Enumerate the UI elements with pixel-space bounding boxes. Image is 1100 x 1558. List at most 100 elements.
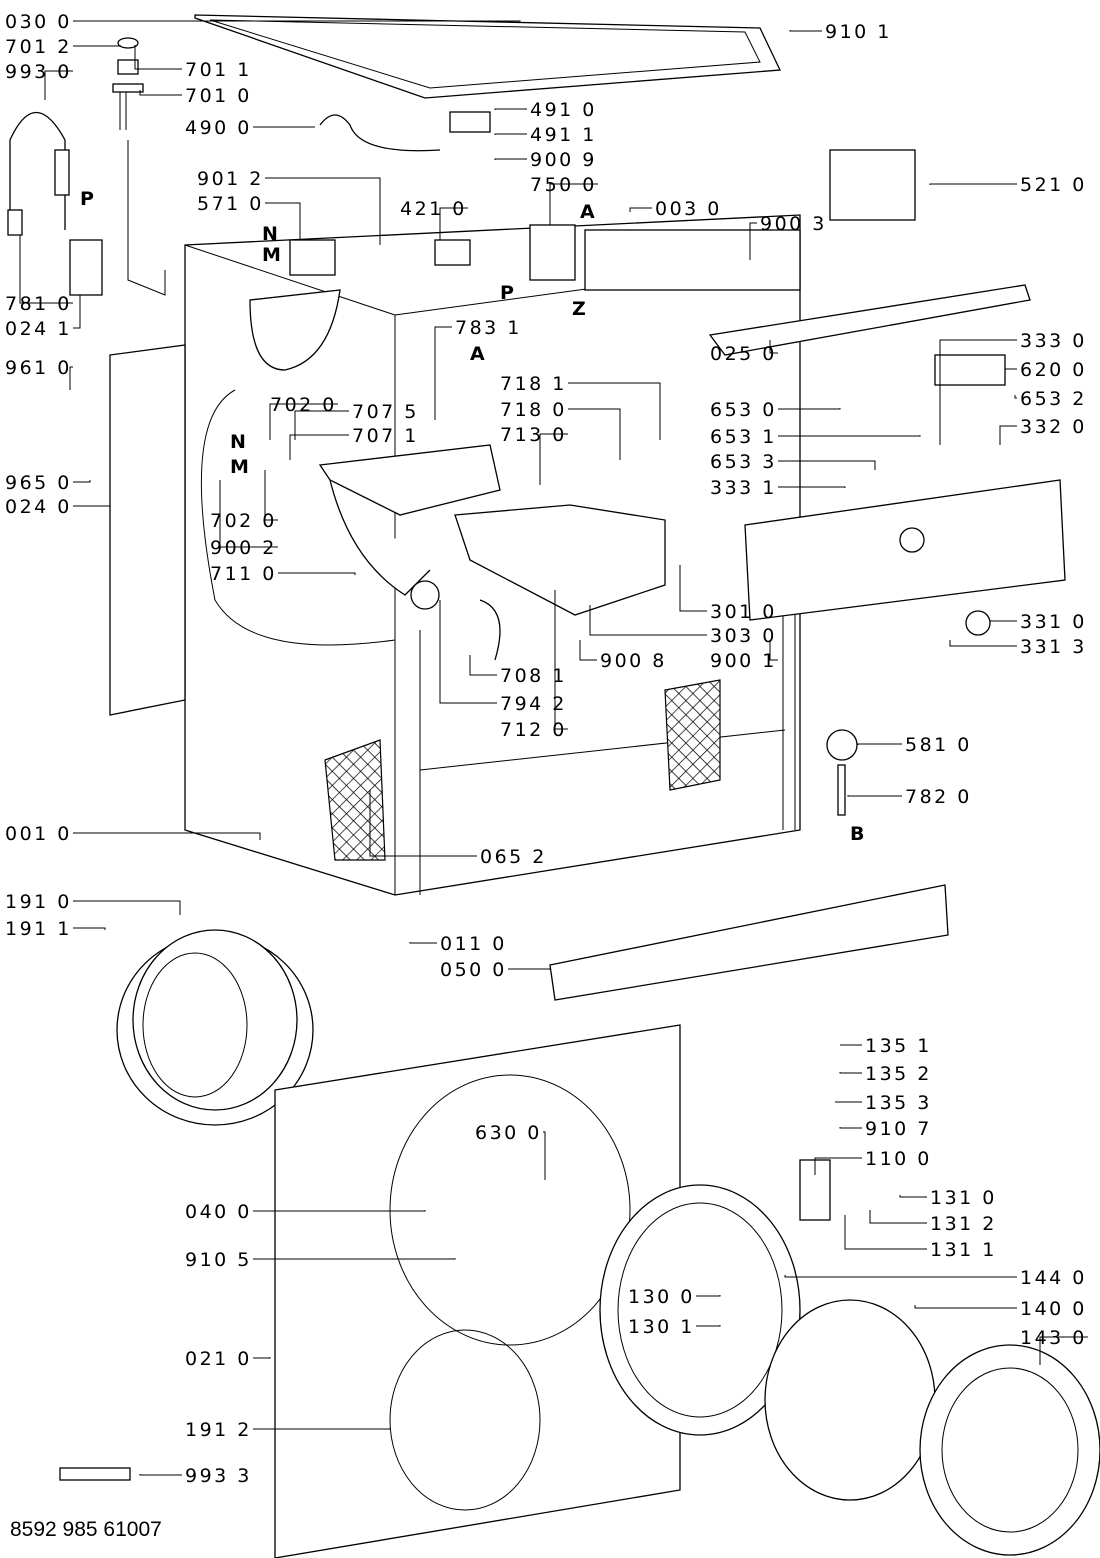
part-label: 965 0 (5, 472, 72, 494)
leader-line (769, 340, 778, 354)
part-label: 993 3 (185, 1465, 252, 1487)
part-label: 718 0 (500, 399, 567, 421)
leader-line (784, 1275, 1017, 1278)
leader-line (289, 434, 349, 460)
leader-line (989, 620, 1017, 623)
part-label: 333 1 (710, 477, 777, 499)
part-label: 910 5 (185, 1249, 252, 1271)
door-lock-motor (529, 224, 576, 281)
part-label: 910 7 (865, 1118, 932, 1140)
part-label: 620 0 (1020, 359, 1087, 381)
leader-line (999, 425, 1017, 445)
leader-line (139, 90, 182, 96)
leader-line (434, 326, 452, 420)
part-label: 131 0 (930, 1187, 997, 1209)
part-label: 191 2 (185, 1419, 252, 1441)
detergent-drawer (454, 504, 666, 616)
leader-line (749, 222, 757, 260)
part-label: 708 1 (500, 665, 567, 687)
leader-line (579, 640, 597, 661)
part-label: 701 2 (5, 36, 72, 58)
leader-line (73, 20, 521, 22)
front-panel (274, 1024, 681, 1558)
hose-clamp (410, 580, 440, 610)
suppressor (449, 111, 491, 133)
part-label: 653 0 (710, 399, 777, 421)
part-label: 491 1 (530, 124, 597, 146)
top-lid (194, 14, 781, 99)
pump-filter (69, 239, 103, 296)
part-label: 143 0 (1020, 1327, 1087, 1349)
leader-lines (19, 20, 1088, 1476)
part-label: 900 2 (210, 537, 277, 559)
leader-line (789, 30, 822, 32)
part-label: 331 0 (1020, 611, 1087, 633)
leader-line (19, 235, 73, 304)
knob (965, 610, 991, 636)
part-label: 900 3 (760, 213, 827, 235)
leader-line (278, 572, 356, 575)
part-label: 750 0 (530, 174, 597, 196)
part-label: 301 0 (710, 601, 777, 623)
part-label: 702 0 (270, 394, 337, 416)
leader-line (369, 790, 477, 857)
part-label: 707 1 (352, 425, 419, 447)
letter-mark: N (230, 431, 246, 453)
letter-mark: B (850, 823, 864, 845)
part-label: 050 0 (440, 959, 507, 981)
leader-line (857, 743, 902, 745)
program-knob (899, 527, 925, 553)
leader-line (589, 605, 707, 636)
letter-mark: A (470, 343, 485, 365)
door-seal (116, 929, 314, 1126)
leader-line (439, 207, 468, 240)
leader-line (73, 832, 261, 840)
part-label: 707 5 (352, 401, 419, 423)
part-label: 900 9 (530, 149, 597, 171)
part-label: 011 0 (440, 933, 507, 955)
leader-line (73, 500, 111, 507)
rear-panel (109, 344, 186, 716)
leader-line (539, 433, 568, 485)
part-label: 144 0 (1020, 1267, 1087, 1289)
leader-line (253, 1258, 456, 1260)
leader-line (494, 108, 527, 110)
leader-line (814, 1157, 862, 1175)
part-label: 653 2 (1020, 388, 1087, 410)
part-label: 024 1 (5, 318, 72, 340)
leader-line (696, 1295, 721, 1297)
leader-line (549, 183, 598, 225)
leader-line (543, 1131, 546, 1180)
leader-line (73, 295, 81, 329)
leader-line (253, 1210, 426, 1212)
drain-hose (7, 112, 70, 236)
part-label: 131 2 (930, 1213, 997, 1235)
part-label: 910 1 (825, 21, 892, 43)
leader-line (219, 480, 278, 548)
top-rail (708, 284, 1031, 356)
water-inlet-hose (112, 37, 166, 296)
leader-line (269, 403, 338, 440)
leader-line (629, 207, 652, 212)
letter-mark: N (262, 223, 278, 245)
leader-line (949, 640, 1017, 647)
part-label: 712 0 (500, 719, 567, 741)
door-frame (599, 1184, 801, 1436)
leader-line (494, 158, 527, 160)
leader-line (847, 795, 902, 797)
leader-line (554, 590, 568, 730)
leader-line (264, 470, 278, 521)
front-panel-opening (389, 1074, 631, 1346)
part-label: 135 3 (865, 1092, 932, 1114)
part-label: 961 0 (5, 357, 72, 379)
part-label: 711 0 (210, 563, 277, 585)
part-label: 003 0 (655, 198, 722, 220)
letter-mark: M (262, 244, 281, 266)
part-label: 701 0 (185, 85, 252, 107)
pressure-switch (826, 729, 858, 761)
leader-line (409, 942, 437, 944)
part-label: 024 0 (5, 496, 72, 518)
electronic-module (829, 149, 916, 221)
